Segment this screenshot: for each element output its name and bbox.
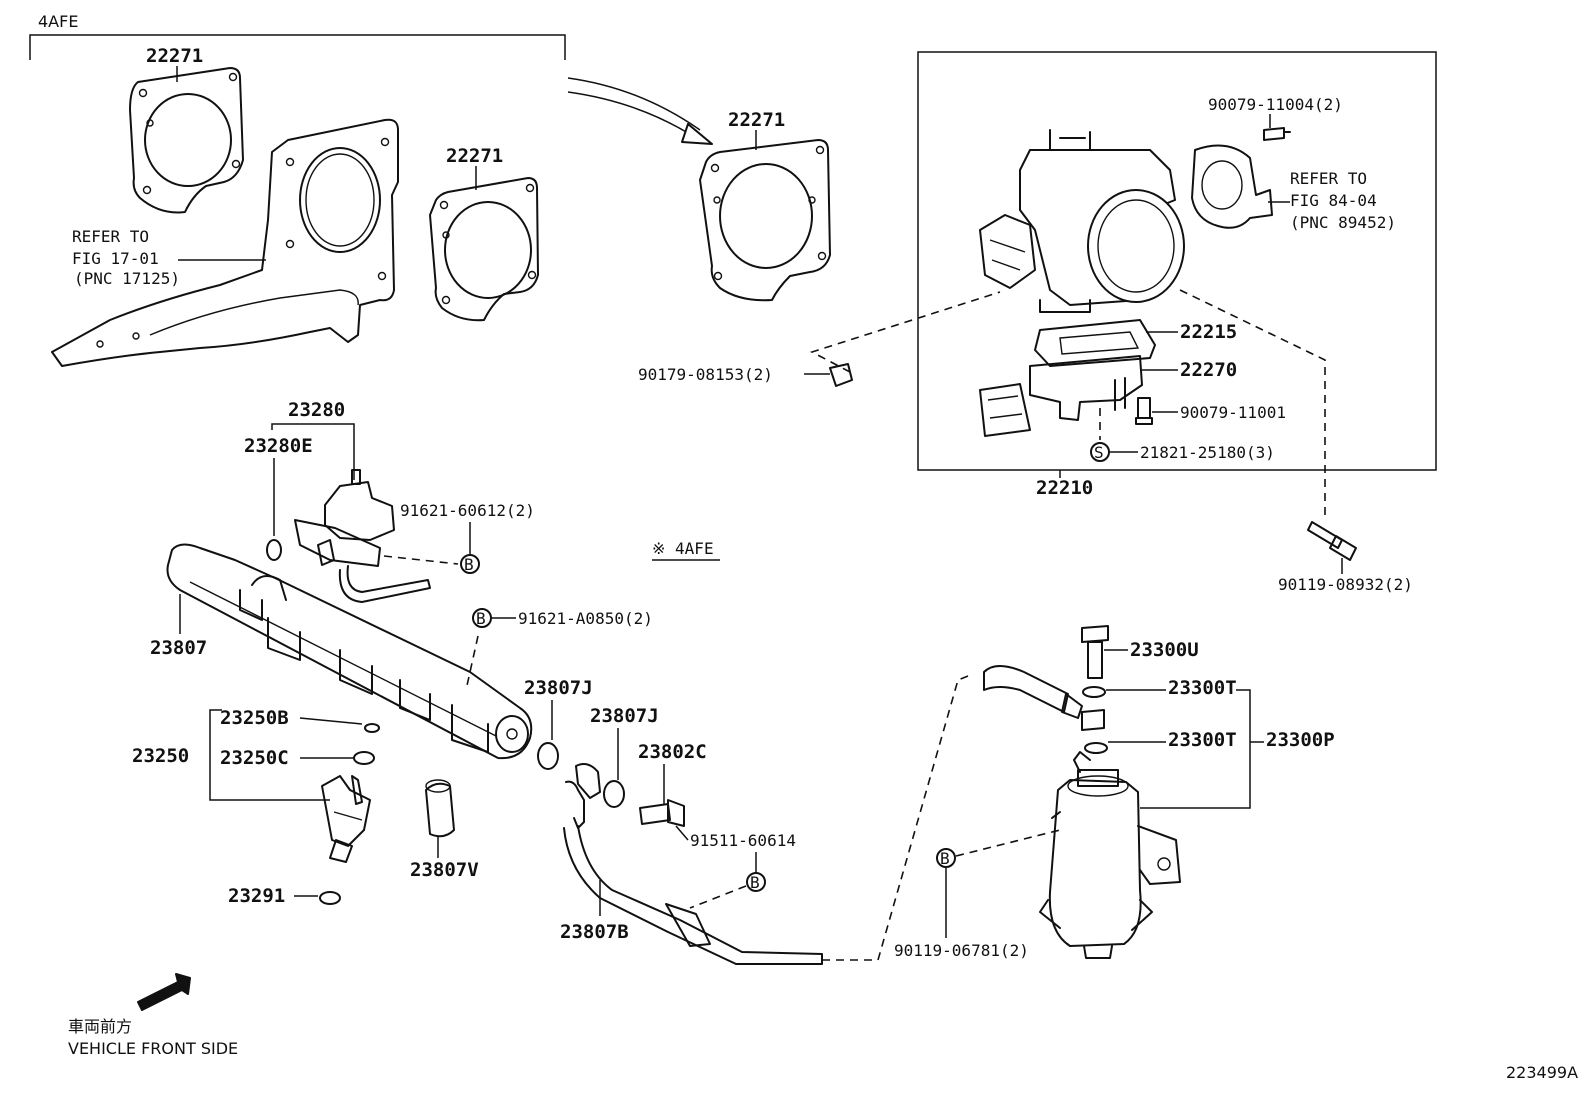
bolt-90119-08932	[1307, 521, 1357, 561]
gasket-22271-middle	[429, 177, 539, 322]
engine-note: 4AFE	[38, 12, 78, 31]
label-23802C: 23802C	[638, 741, 707, 763]
stud-21821-25180	[1090, 408, 1110, 462]
nut-90179-08153	[829, 363, 853, 387]
label-90119-06781: 90119-06781(2)	[894, 941, 1029, 960]
bolt-mark-b-regulator	[460, 554, 480, 574]
intake-bracket	[51, 118, 399, 367]
label-23280E: 23280E	[244, 435, 313, 457]
oring-23250B	[364, 723, 380, 733]
arrow-head	[681, 123, 713, 145]
screw-90079-11004	[1263, 127, 1291, 141]
label-23807J-2: 23807J	[590, 705, 659, 727]
label-91511-60614: 91511-60614	[690, 831, 796, 850]
label-23250: 23250	[132, 745, 189, 767]
label-23807: 23807	[150, 637, 207, 659]
label-22270: 22270	[1180, 359, 1237, 381]
front-en: VEHICLE FRONT SIDE	[68, 1039, 238, 1058]
gasket-23807J-1	[537, 742, 559, 770]
refer-right-line1: REFER TO	[1290, 169, 1367, 188]
label-22271-right: 22271	[728, 109, 785, 131]
label-90079-11001: 90079-11001	[1180, 403, 1286, 422]
gasket-22215	[1034, 319, 1156, 367]
label-91621-A0850: 91621-A0850(2)	[518, 609, 653, 628]
front-jp: 車両前方	[68, 1017, 132, 1036]
catalog-id: 223499A	[1506, 1063, 1578, 1082]
engine-bracket-line	[29, 34, 566, 60]
label-23807V: 23807V	[410, 859, 479, 881]
engine-note-marked: ※ 4AFE	[652, 539, 714, 558]
label-90179-08153: 90179-08153(2)	[638, 365, 773, 384]
throttle-body	[979, 129, 1185, 313]
label-90119-08932: 90119-08932(2)	[1278, 575, 1413, 594]
label-23250B: 23250B	[220, 707, 289, 729]
label-23280: 23280	[288, 399, 345, 421]
bolt-mark-filter: B	[940, 849, 950, 868]
label-90079-11004: 90079-11004(2)	[1208, 95, 1343, 114]
refer-right-line2: FIG 84-04	[1290, 191, 1377, 210]
label-23300T-2: 23300T	[1168, 729, 1237, 751]
fuel-filter	[1039, 751, 1181, 959]
front-arrow-icon	[137, 973, 191, 1011]
label-23250C: 23250C	[220, 747, 289, 769]
label-23807B: 23807B	[560, 921, 629, 943]
label-23300U: 23300U	[1130, 639, 1199, 661]
idle-air-valve	[979, 355, 1143, 437]
gasket-22271-left	[129, 67, 244, 214]
pressure-regulator	[294, 469, 431, 603]
throttle-body-box	[917, 51, 1437, 471]
delivery-pipe-23807	[166, 543, 533, 760]
label-21821-25180: 21821-25180(3)	[1140, 443, 1275, 462]
label-91621-60612: 91621-60612(2)	[400, 501, 535, 520]
bolt-mark-b-filter	[936, 848, 956, 868]
bolt-mark-regulator: B	[464, 555, 474, 574]
bolt-mark-hose: B	[750, 873, 760, 892]
bolt-23300U	[1081, 625, 1109, 679]
injector-23250	[321, 775, 371, 863]
gasket-23300T-1	[1082, 686, 1106, 698]
stud-mark: S	[1094, 443, 1104, 462]
label-22210: 22210	[1036, 477, 1093, 499]
insulator-23291	[319, 891, 341, 905]
union-bolt-23802C	[639, 799, 685, 827]
refer-left-line3: (PNC 17125)	[74, 269, 180, 288]
spacer-23807V	[425, 779, 455, 838]
bolt-mark-b-hose	[746, 872, 766, 892]
label-23300T-1: 23300T	[1168, 677, 1237, 699]
label-22271-left: 22271	[146, 45, 203, 67]
grommet-23250C	[353, 751, 375, 765]
refer-left-line2: FIG 17-01	[72, 249, 159, 268]
label-23807J-1: 23807J	[524, 677, 593, 699]
fuel-hose-23807B	[563, 763, 823, 965]
oring-23280E	[266, 539, 282, 561]
screw-90079-11001	[1135, 397, 1153, 425]
refer-left-line1: REFER TO	[72, 227, 149, 246]
bolt-mark-rail: B	[476, 609, 486, 628]
gasket-22271-right	[699, 139, 831, 302]
fuel-hose-filter	[983, 665, 1083, 719]
union-filter	[1081, 709, 1105, 731]
throttle-sensor	[1191, 144, 1273, 229]
label-22271-middle: 22271	[446, 145, 503, 167]
label-23300P: 23300P	[1266, 729, 1335, 751]
gasket-23807J-2	[603, 780, 625, 808]
refer-right-line3: (PNC 89452)	[1290, 213, 1396, 232]
label-22215: 22215	[1180, 321, 1237, 343]
label-23291: 23291	[228, 885, 285, 907]
bolt-mark-b-rail	[472, 608, 492, 628]
gasket-23300T-2	[1084, 742, 1108, 754]
